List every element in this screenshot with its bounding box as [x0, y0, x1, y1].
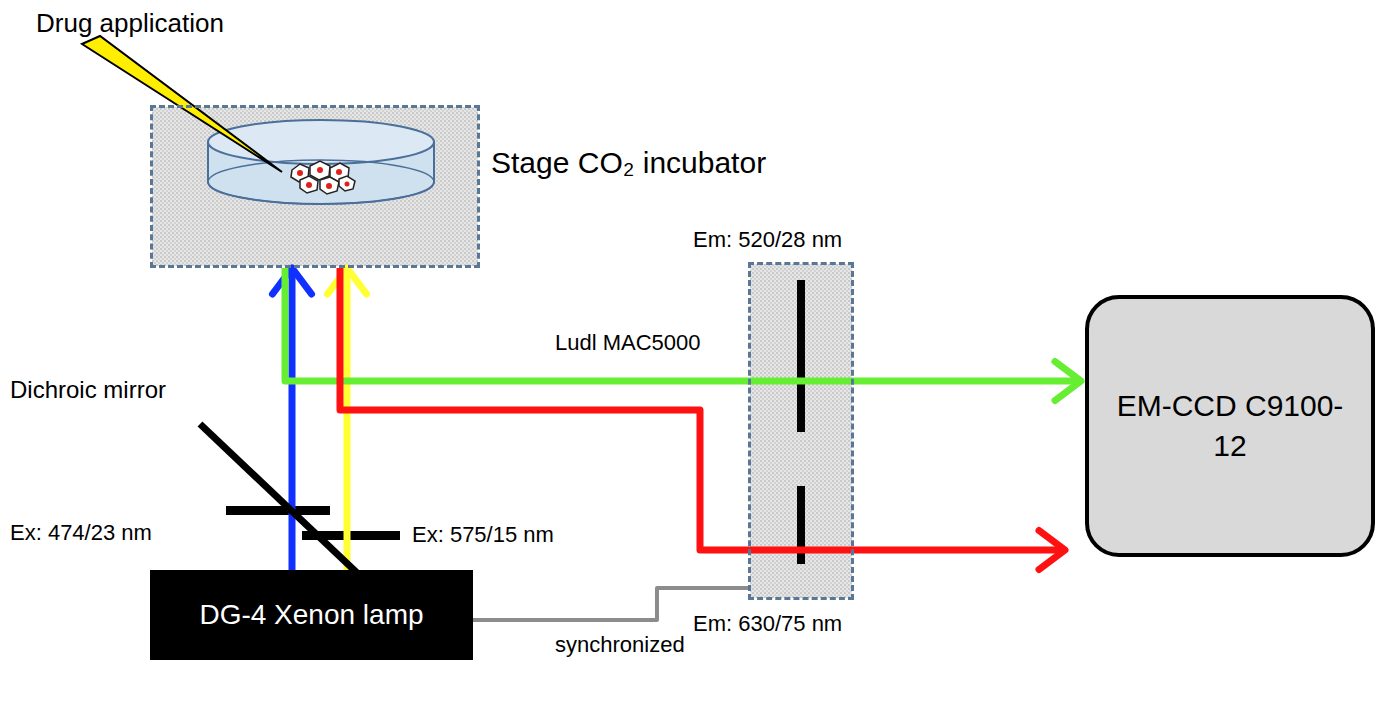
camera-box: EM-CCD C9100-12	[1085, 295, 1375, 557]
culture-dish	[208, 120, 434, 204]
pipette	[82, 36, 282, 172]
node-label: DG-4 Xenon lamp	[162, 599, 461, 631]
light-path	[340, 268, 1065, 570]
filter-wheel-box: Em: 520/28 nmEm: 630/75 nm	[748, 262, 854, 600]
controller-label: Ludl MAC5000	[555, 330, 701, 356]
part-label: Drug application	[36, 8, 224, 39]
filter-label: Em: 520/28 nm	[693, 227, 842, 253]
excitation-filter	[226, 506, 330, 515]
cell-nuclei	[297, 167, 350, 189]
filter-label: Ex: 474/23 nm	[10, 520, 152, 546]
incubator-box: Stage CO₂ incubator	[150, 105, 480, 268]
node-heading: Stage CO₂ incubator	[491, 146, 766, 180]
node-label: EM-CCD C9100-12	[1101, 386, 1359, 467]
light-path	[328, 268, 367, 570]
lamp-box: DG-4 Xenon lamp	[150, 570, 473, 660]
part-label: Dichroic mirror	[10, 376, 166, 404]
filter-label: Ex: 575/15 nm	[412, 522, 554, 548]
edge-label: synchronized	[555, 632, 685, 658]
incubator-fill	[152, 107, 478, 266]
cells	[291, 161, 355, 194]
light-path	[285, 268, 1081, 401]
filter-label: Em: 630/75 nm	[693, 611, 842, 637]
emission-filter	[797, 280, 805, 432]
